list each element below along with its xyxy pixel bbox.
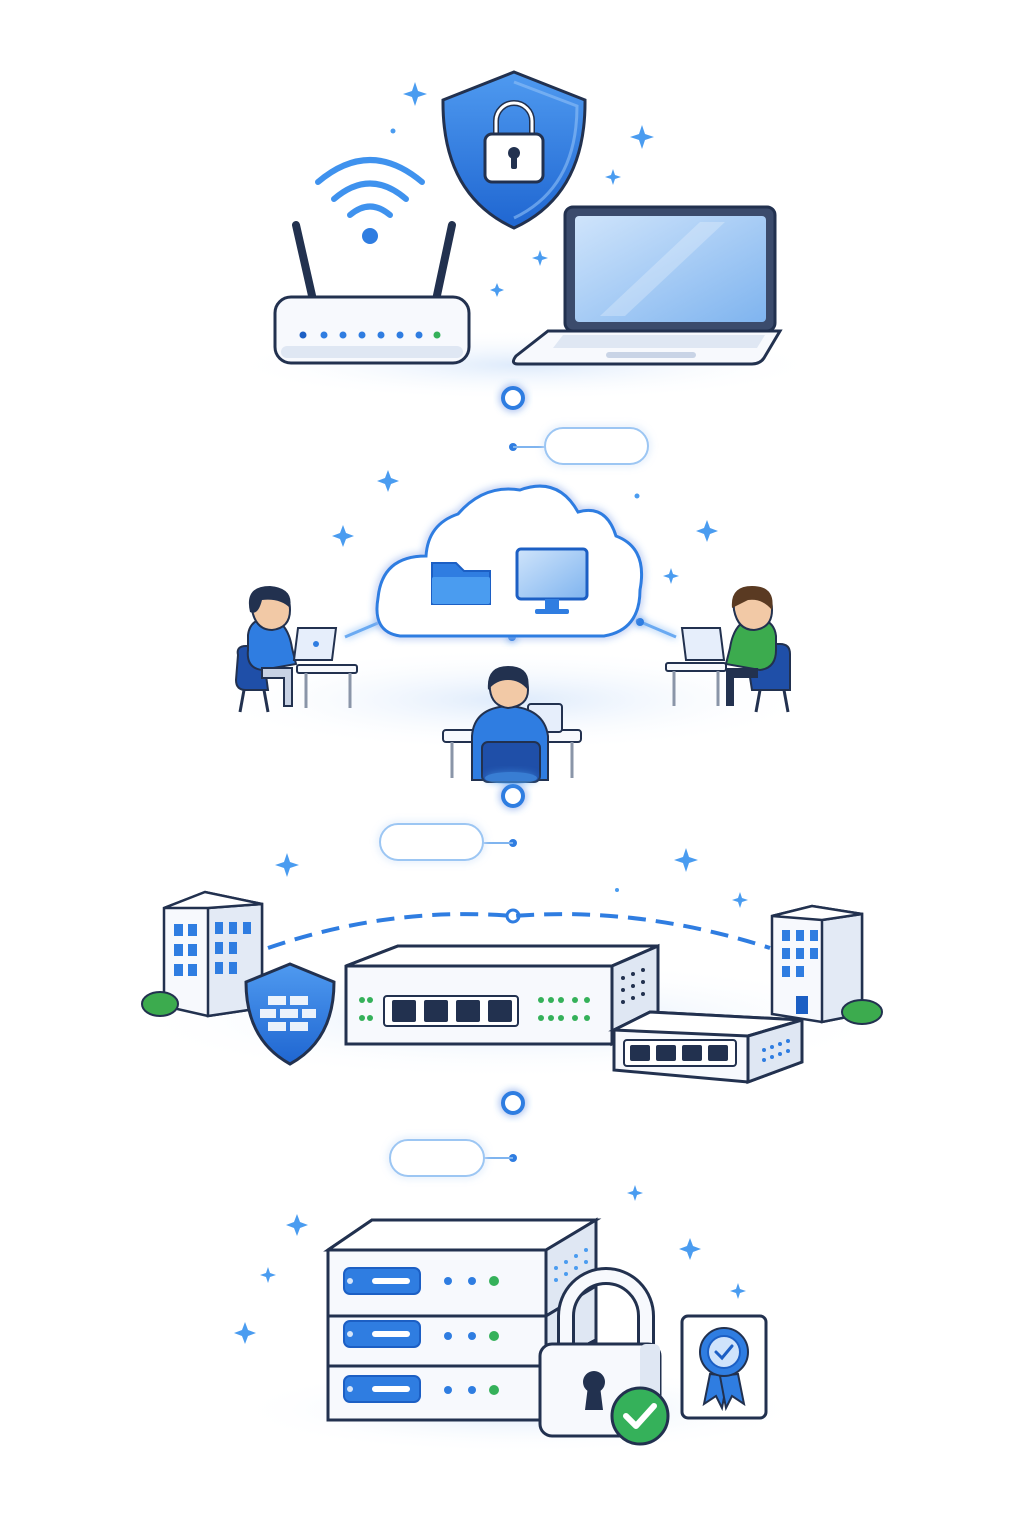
sparkle-icon: [605, 169, 621, 185]
sparkle-icon: [260, 1267, 276, 1283]
sparkle-icon: [627, 1185, 643, 1201]
connector-node-3: [501, 1091, 525, 1115]
remote-worker-center-icon: [442, 666, 582, 784]
sparkle-dot: [615, 888, 619, 892]
connector-nodes: [501, 386, 525, 1162]
remote-worker-left-icon: [234, 586, 358, 713]
callouts: [379, 427, 649, 1177]
sparkle-icon: [286, 1214, 308, 1236]
check-badge-icon: [610, 1386, 670, 1446]
tier-cloud-collaboration: [234, 484, 791, 784]
callout-1: [513, 427, 649, 465]
remote-worker-right-icon: [665, 586, 791, 713]
sparkle-icon: [532, 250, 548, 266]
cloud-icon: [375, 484, 644, 638]
access-switch-icon: [608, 1010, 804, 1085]
certificate-icon: [680, 1314, 768, 1420]
sparkle-dot: [634, 493, 640, 499]
callout-2: [379, 823, 513, 861]
server-stack-icon: [323, 1217, 602, 1423]
core-switch-icon: [344, 943, 660, 1047]
sparkle-icon: [630, 125, 654, 149]
sparkle-dot: [390, 128, 396, 134]
bush-icon: [141, 991, 179, 1017]
sparkle-icon: [490, 283, 504, 297]
wifi-router-icon: [273, 221, 471, 365]
tier-home-office: [273, 70, 783, 366]
security-shield-icon: [441, 70, 587, 230]
sparkle-icon: [679, 1238, 701, 1260]
laptop-icon: [511, 205, 783, 366]
sparkle-icon: [332, 525, 354, 547]
sparkles: [234, 82, 748, 1344]
connector-node-2: [501, 784, 525, 808]
tier-data-center: [323, 1217, 768, 1446]
tier-enterprise-network: [141, 890, 883, 1085]
office-building-right-icon: [770, 904, 883, 1025]
bush-icon: [841, 999, 883, 1025]
connector-node-1: [501, 386, 525, 410]
sparkle-icon: [234, 1322, 256, 1344]
office-building-left-icon: [141, 890, 264, 1018]
monitor-icon: [515, 547, 589, 614]
sparkle-icon: [674, 848, 698, 872]
sparkle-icon: [377, 470, 399, 492]
callout-3: [389, 1139, 513, 1177]
wifi-icon: [315, 157, 425, 244]
sparkle-icon: [696, 520, 718, 542]
wan-link-dashed: [267, 912, 771, 950]
folder-icon: [431, 562, 491, 605]
firewall-shield-icon: [244, 962, 336, 1066]
sparkle-icon: [663, 568, 679, 584]
sparkle-icon: [275, 853, 299, 877]
sparkle-icon: [403, 82, 427, 106]
sparkle-icon: [730, 1283, 746, 1299]
sparkle-icon: [732, 892, 748, 908]
